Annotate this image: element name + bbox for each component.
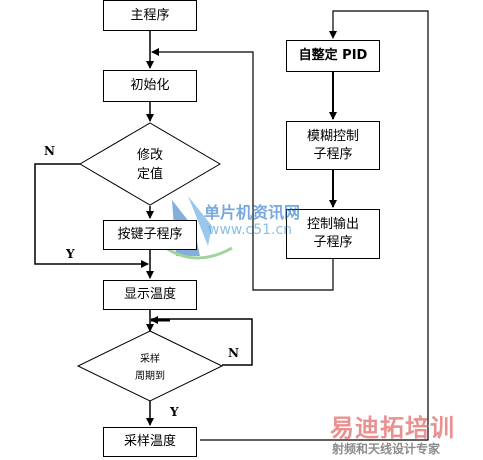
arrow-output-to-init [151, 48, 334, 291]
autotune-pid-box: 自整定 PID [286, 40, 380, 72]
arrow-modify-no [34, 163, 149, 268]
display-temp-box: 显示温度 [103, 280, 197, 310]
watermark-site-url: www.c51.cn [208, 222, 293, 238]
sample-no-label: N [228, 346, 239, 360]
modify-line-2: 定值 [136, 167, 163, 182]
sample-period-label: 采样 周期到 [110, 351, 190, 385]
modify-yes-label: Y [66, 247, 75, 261]
modify-setpoint-diamond [79, 122, 221, 206]
sample-period-diamond [76, 330, 224, 402]
key-subroutine-box: 按键子程序 [103, 220, 197, 250]
watermark-site-cn: 单片机资讯网 [204, 203, 301, 222]
fuzzy-line-2: 子程序 [313, 146, 353, 162]
watermark-brand-big: 易迪拓培训 [330, 414, 455, 442]
output-line-2: 子程序 [313, 235, 353, 250]
sample-yes-label: Y [170, 405, 179, 419]
fuzzy-control-box: 模糊控制 子程序 [286, 121, 380, 170]
sample-temp-box: 采样温度 [103, 427, 197, 457]
arrow-sample-no [152, 318, 253, 366]
modify-no-label: N [44, 144, 55, 158]
arrow-sampletemp-to-autotune [200, 10, 429, 441]
sample-period-line-2: 周期到 [135, 371, 165, 382]
watermark-brand-small: 射频和天线设计专家 [332, 442, 441, 456]
main-program-box: 主程序 [103, 0, 197, 31]
modify-line-1: 修改 [136, 148, 163, 163]
fuzzy-line-1: 模糊控制 [306, 128, 359, 144]
output-line-1: 控制输出 [306, 217, 359, 232]
modify-setpoint-label: 修改 定值 [110, 146, 190, 184]
control-output-box: 控制输出 子程序 [286, 209, 380, 259]
init-box: 初始化 [103, 70, 197, 102]
sample-period-line-1: 采样 [140, 354, 160, 365]
